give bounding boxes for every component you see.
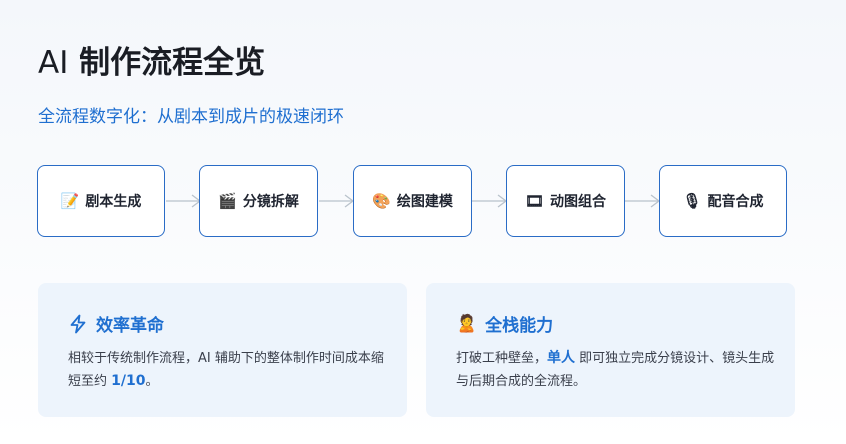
card-body-text: 即可独立完成分镜设计、镜头生成与后期合成的全流程。 — [456, 351, 775, 389]
flow-step-label: 动图组合 — [550, 194, 607, 210]
page-title: AI 制作流程全览 — [38, 40, 265, 86]
microphone-icon: 🎙 — [682, 191, 702, 210]
page-subtitle: 全流程数字化：从剧本到成片的极速闭环 — [38, 107, 344, 127]
flow-step-storyboard: 🎬 分镜拆解 — [199, 165, 318, 237]
clapper-icon: 🎬 — [218, 191, 237, 210]
film-icon: 🎞 — [524, 191, 545, 210]
card-title: 🙎 全栈能力 — [456, 311, 554, 337]
card-body-text: 相较于传统制作流程，AI 辅助下的整体制作时间成本缩短至约 — [68, 351, 384, 389]
flow-step-label: 分镜拆解 — [242, 194, 299, 210]
flow-step-voiceover: 🎙 配音合成 — [659, 165, 787, 237]
lightning-icon — [68, 314, 88, 334]
flow-step-animation: 🎞 动图组合 — [506, 165, 625, 237]
efficiency-card: 效率革命 相较于传统制作流程，AI 辅助下的整体制作时间成本缩短至约 1/10。 — [38, 283, 407, 417]
card-title-text: 效率革命 — [96, 316, 164, 336]
flow-step-label: 绘图建模 — [396, 194, 453, 210]
card-title: 效率革命 — [68, 311, 164, 336]
page-title-ai: AI — [38, 45, 69, 81]
card-highlight: 1/10 — [111, 373, 146, 389]
card-body-text: 。 — [145, 374, 159, 389]
card-body: 打破工种壁垒，单人 即可独立完成分镜设计、镜头生成与后期合成的全流程。 — [456, 347, 776, 393]
card-highlight: 单人 — [547, 350, 576, 366]
flow-step-modeling: 🎨 绘图建模 — [353, 165, 472, 237]
flow-arrow — [319, 194, 355, 208]
card-body: 相较于传统制作流程，AI 辅助下的整体制作时间成本缩短至约 1/10。 — [68, 347, 388, 393]
card-title-text: 全栈能力 — [485, 316, 554, 336]
page-title-rest: 制作流程全览 — [79, 45, 266, 81]
flow-arrow — [166, 194, 202, 208]
memo-icon: 📝 — [60, 191, 80, 210]
full-stack-card: 🙎 全栈能力 打破工种壁垒，单人 即可独立完成分镜设计、镜头生成与后期合成的全流… — [426, 283, 795, 417]
flow-arrow — [472, 194, 508, 208]
person-icon: 🙎 — [456, 313, 478, 334]
flow-arrow — [625, 194, 661, 208]
card-body-text: 打破工种壁垒， — [456, 351, 548, 366]
palette-icon: 🎨 — [372, 191, 391, 210]
flow-step-label: 配音合成 — [707, 194, 764, 210]
flow-step-label: 剧本生成 — [85, 194, 142, 210]
flow-step-script: 📝 剧本生成 — [37, 165, 165, 237]
